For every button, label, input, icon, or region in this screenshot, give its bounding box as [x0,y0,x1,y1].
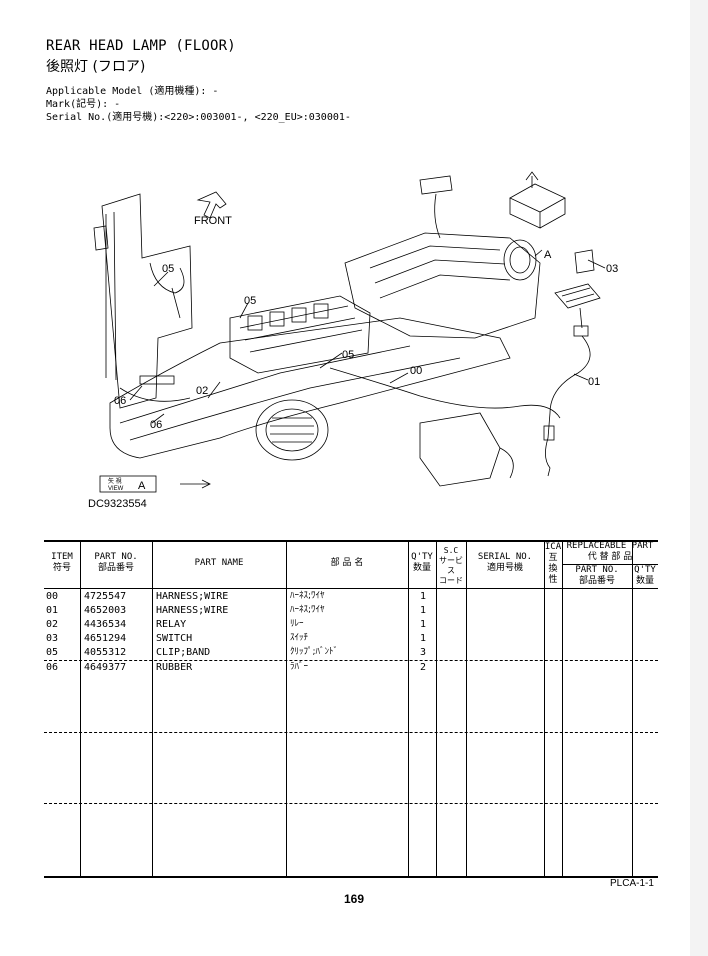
row-part-name: SWITCH [156,633,193,644]
header-item-jp: 符号 [52,563,71,573]
header-part-name: PART NAME [194,558,244,568]
page-title-jp: 後照灯 (フロア) [46,59,146,75]
row-qty: 2 [420,662,427,673]
header-replaceable: REPLACEABLE PART [566,541,654,551]
row-part-no: 4649377 [84,662,127,673]
row-qty: 1 [420,633,427,644]
header-sc: S.C [443,546,459,555]
callout-05-b: 05 [244,295,256,307]
header-serial: SERIAL NO. [477,552,533,562]
header-ica-jp-3: 性 [548,575,558,585]
row-item: 00 [46,591,59,602]
header-serial-jp: 適用号機 [486,563,523,573]
parts-table: ITEM 符号 PART NO. 部品番号 PART NAME 部 品 名 Q'… [44,540,658,878]
row-part-no: 4652003 [84,605,127,616]
row-part-no: 4651294 [84,633,127,644]
row-part-name-jp: ﾊｰﾈｽ;ﾜｲﾔ [290,605,325,615]
serial-number: Serial No.(適用号機):<220>:003001-, <220_EU>… [46,112,351,123]
view-letter: A [138,480,146,492]
header-qty-jp: 数量 [412,563,431,573]
header-ica: ICA [544,542,562,552]
header-part-no-jp: 部品番号 [97,563,134,573]
row-qty: 1 [420,591,427,602]
header-rep-part-no-jp: 部品番号 [578,576,615,586]
row-part-name-jp: ｸﾘｯﾌﾟ;ﾊﾞﾝﾄﾞ [290,647,339,657]
row-part-no: 4055312 [84,647,127,658]
page-edge-shadow [690,0,708,956]
row-part-no: 4436534 [84,619,127,630]
callout-02: 02 [196,385,208,397]
header-qty: Q'TY [411,552,433,562]
callout-00: 00 [410,365,422,377]
row-part-name-jp: ﾊｰﾈｽ;ﾜｲﾔ [290,591,325,601]
header-part-no: PART NO. [94,552,138,562]
mark: Mark(記号): - [46,99,121,110]
header-ica-jp-1: 互 [548,553,558,563]
header-rep-qty-jp: 数量 [635,576,654,586]
page-number: 169 [343,892,365,906]
ref-letter-a: A [544,249,552,261]
callout-05-c: 05 [342,349,354,361]
page-code: PLCA-1-1 [610,878,654,889]
front-label: FRONT [194,215,232,227]
row-part-name: HARNESS;WIRE [156,605,229,616]
row-part-name-jp: ｽｲｯﾁ [290,633,309,643]
header-item: ITEM [51,552,73,562]
row-qty: 1 [420,619,427,630]
callout-06-a: 06 [114,395,126,407]
row-item: 06 [46,662,59,673]
row-qty: 3 [420,647,427,658]
header-ica-jp-2: 換 [548,564,558,574]
row-part-name: RELAY [156,619,187,630]
view-label: VIEW [108,486,124,492]
row-item: 05 [46,647,59,658]
header-sc-jp-1: サービス [439,556,463,575]
row-item: 01 [46,605,59,616]
callout-03: 03 [606,263,618,275]
callout-06-b: 06 [150,419,162,431]
row-part-name-jp: ﾘﾚｰ [290,619,304,629]
header-part-name-jp: 部 品 名 [330,558,364,568]
row-part-name: RUBBER [156,662,193,673]
row-item: 02 [46,619,59,630]
row-part-name: HARNESS;WIRE [156,591,229,602]
header-sc-jp-2: コード [439,576,463,585]
callout-01: 01 [588,376,600,388]
row-qty: 1 [420,605,427,616]
parts-diagram: FRONT 05 05 05 02 06 06 00 01 03 A 矢 視 V… [93,171,618,493]
callout-05-a: 05 [162,263,174,275]
header-rep-part-no: PART NO. [575,565,619,575]
diagram-id: DC9323554 [88,498,147,510]
header-replaceable-jp: 代 替 部 品 [587,552,633,562]
row-item: 03 [46,633,59,644]
applicable-model: Applicable Model (適用機種): - [46,86,219,97]
row-part-no: 4725547 [84,591,127,602]
page-title: REAR HEAD LAMP (FLOOR) [46,38,236,54]
row-part-name: CLIP;BAND [156,647,211,658]
row-part-name-jp: ﾗﾊﾞｰ [290,662,309,672]
view-label-jp: 矢 視 [108,477,122,485]
header-rep-qty: Q'TY [634,565,656,575]
